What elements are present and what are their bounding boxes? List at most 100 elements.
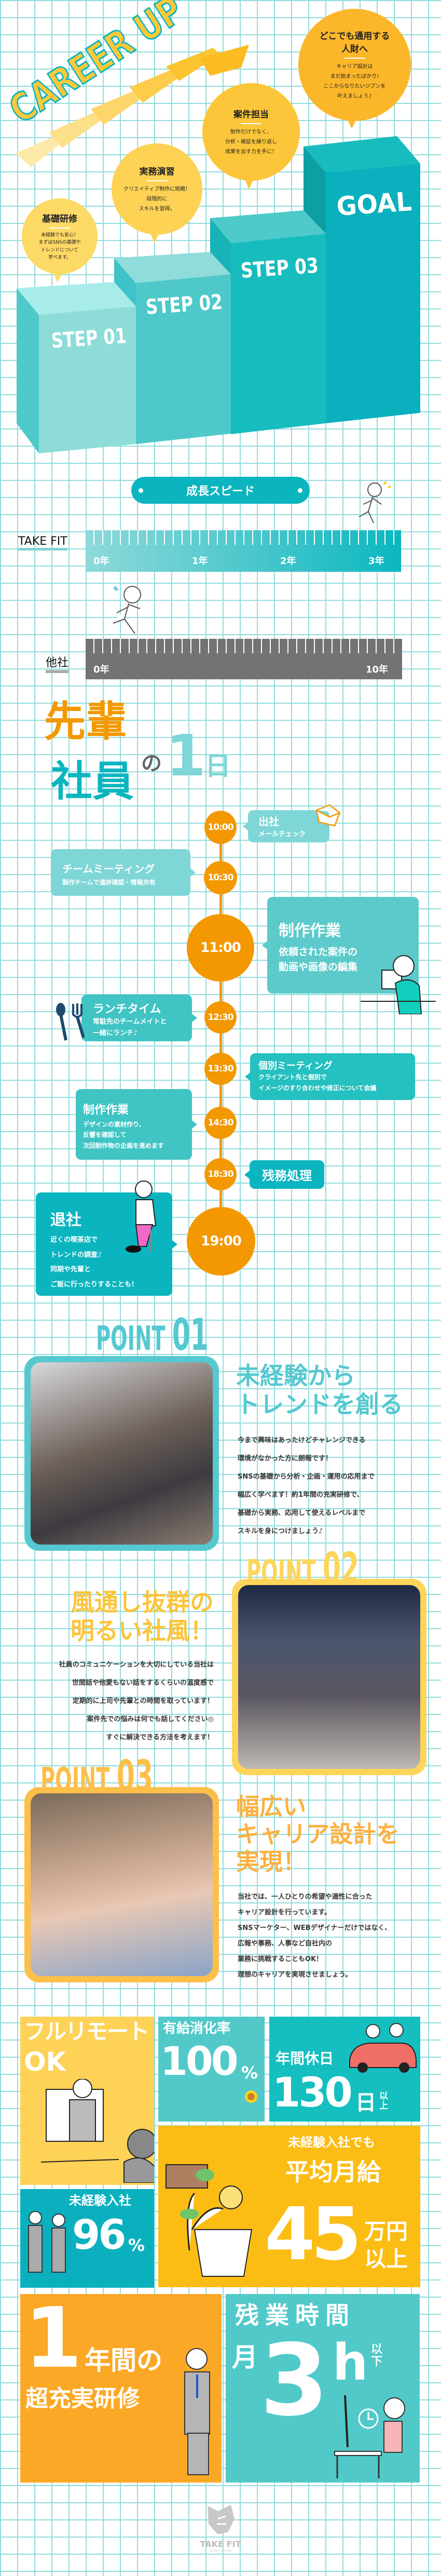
stat-unit: 日	[355, 2091, 376, 2115]
business-people-illustration	[28, 2211, 66, 2273]
stat-label: 年間休日	[275, 2050, 334, 2067]
event-individual-meeting: 個別ミーティング クライアント先と個別で イメージのすり合わせや修正について会議	[245, 1053, 415, 1100]
stat-unit: 万円	[364, 2219, 408, 2244]
bubble-body: クリエイティブ制作に挑戦！ 段階的に スキルを習得。	[123, 186, 191, 212]
stat-average-salary: 未経験入社でも 平均月給 45 万円 以上	[158, 2126, 420, 2287]
stat-training: 1 年間の 超充実研修	[20, 2294, 222, 2483]
step-02-label: STEP 02	[145, 290, 223, 319]
stat-unit: h	[333, 2333, 368, 2392]
event-desc: 常駐先のチームメイトと 一緒にランチ♪	[93, 1018, 167, 1038]
stat-full-remote: フルリモート OK	[20, 2017, 154, 2185]
takefit-label: TAKE FIT	[18, 535, 67, 551]
stat-unit: %	[241, 2063, 258, 2083]
stat-remote-ok: OK	[24, 2047, 66, 2077]
tick-label: 0年	[93, 556, 109, 567]
stat-unit: %	[128, 2235, 145, 2255]
step-03-label: STEP 03	[240, 254, 319, 283]
day-title-no: の	[141, 752, 162, 775]
sunflower-icon	[245, 2090, 257, 2103]
remote-work-illustration	[40, 2079, 154, 2183]
office-worker-illustration	[334, 2395, 405, 2478]
woman-drinking-illustration	[126, 1180, 157, 1253]
point-01-body: 今まで興味はあったけどチャレンジできる 環境がなかった方に朗報です！ SNSの基…	[238, 1437, 375, 1535]
stat-label-2: 超充実研修	[25, 2385, 140, 2412]
group-night-photo	[238, 1585, 420, 1769]
money-plant-illustration	[166, 2164, 253, 2277]
event-title: チームミーティング	[62, 863, 155, 875]
stat-label: 年間の	[85, 2345, 162, 2376]
envelope-icon	[315, 804, 341, 827]
bubble-basic-training: 基礎研修 未経験でも安心！ まずはSNSの基礎や トレンドについて 学べます。	[22, 198, 98, 274]
team-dinner-photo	[31, 1362, 213, 1545]
bubble-title: どこでも通用する 人財へ	[319, 31, 390, 55]
bubble-title: 実務演習	[139, 167, 175, 177]
stat-label: 有給消化率	[163, 2021, 231, 2036]
point-03-photo-frame	[24, 1787, 219, 1982]
event-title: 出社	[258, 815, 279, 828]
stat-label: 平均月給	[285, 2158, 381, 2186]
tiger-logo-icon	[208, 2505, 235, 2534]
stat-value: 96	[72, 2212, 127, 2259]
day-title-shain: 社員	[51, 757, 134, 806]
point-02-body: 社員のコミュニケーションを大切にしている当社は 世間話や他愛もない話をするくらい…	[59, 1661, 214, 1741]
event-title: 退社	[50, 1211, 81, 1229]
growth-speed-label: 成長スピード	[186, 485, 255, 498]
stat-remote-text: フルリモート	[24, 2019, 149, 2044]
logo-tagline: be the change	[209, 2549, 232, 2553]
event-lunch: ランチタイム 常駐先のチームメイトと 一緒にランチ♪	[81, 995, 197, 1041]
point-03-body: 当社では、一人ひとりの希望や適性に合った キャリア設計を行っています。 SNSマ…	[238, 1893, 392, 1979]
event-desc: メールチェック	[258, 830, 306, 838]
point-01-heading: 未経験から トレンドを創る	[236, 1362, 403, 1419]
event-desc: 近くの喫茶店で トレンドの調査♪ 同期や先輩と ご飯に行ったりすることも！	[50, 1236, 139, 1289]
event-title: 個別ミーティング	[258, 1061, 333, 1071]
bubble-title: 基礎研修	[42, 213, 77, 224]
stat-inexperienced-hires: 未経験入社 96 %	[20, 2189, 154, 2288]
timeline-line	[219, 827, 222, 1241]
bubble-body: 未経験でも安心！ まずはSNSの基礎や トレンドについて 学べます。	[38, 232, 81, 260]
bubble-project: 案件担当 制作だけでなく、 分析・検証を繰り返し 成果を出す力を手に！	[202, 83, 300, 181]
other-company-ruler: 0年 10年	[86, 639, 402, 679]
stat-label: 残業時間	[235, 2301, 355, 2329]
day-title-day: 日	[205, 751, 231, 781]
point-02-photo-frame	[232, 1579, 426, 1775]
trainer-illustration	[184, 2348, 210, 2475]
arrow-chevrons	[16, 45, 249, 167]
step-01-label: STEP 01	[50, 324, 127, 353]
stat-value: 100	[160, 2038, 239, 2084]
bubble-goal: どこでも通用する 人財へ キャリア設計は まだ始まったばかり! ここからなりたい…	[298, 9, 411, 121]
stat-paid-leave: 有給消化率 100 %	[158, 2017, 265, 2122]
running-person-icon	[359, 481, 392, 524]
takefit-ruler: 0年 1年 2年 3年	[86, 530, 401, 572]
tick-label: 10年	[366, 664, 389, 675]
tick-label: 1年	[192, 556, 208, 567]
stat-holidays: 年間休日 130 日 以上	[269, 2017, 420, 2122]
tick-label: 3年	[368, 556, 384, 567]
tick-label: 2年	[280, 556, 296, 567]
point-03-heading: 幅広い キャリア設計を 実現！	[236, 1793, 400, 1876]
spoon-fork-icon	[56, 1003, 85, 1041]
point-01-label: POINT 01	[96, 1309, 209, 1360]
bubble-title: 案件担当	[233, 110, 269, 120]
stat-value: 3	[260, 2323, 329, 2438]
stat-value: 130	[272, 2070, 353, 2116]
event-team-meeting: チームミーティング 製作チームで進捗確認・情報共有	[51, 849, 196, 896]
logo-text: TAKE FIT	[200, 2539, 241, 2549]
event-title: ランチタイム	[93, 1003, 161, 1016]
woman-laptop-illustration	[361, 955, 436, 1014]
event-desc: デザインの素材作り、 反響を確認して 次回制作物の企画を進めます	[83, 1121, 164, 1149]
event-wrap-up: 残務処理	[244, 1160, 324, 1189]
event-desc: 製作チームで進捗確認・情報共有	[62, 879, 156, 886]
time-badge: 18:30	[204, 1158, 237, 1190]
bubble-practical: 実務演習 クリエイティブ制作に挑戦！ 段階的に スキルを習得。	[112, 143, 202, 235]
stat-pre: 月	[232, 2342, 258, 2372]
stat-suffix: 以上	[379, 2091, 388, 2111]
time-badge: 10:00	[204, 811, 237, 844]
event-title: 残務処理	[262, 1169, 312, 1183]
point-01-photo-frame	[24, 1356, 219, 1551]
time-badge: 11:00	[187, 914, 254, 982]
tick-label: 0年	[93, 664, 109, 675]
time-badge: 10:30	[204, 861, 237, 894]
stat-label: 未経験入社	[69, 2193, 131, 2208]
event-desc: 依頼された案件の 動画や画像の編集	[279, 946, 358, 973]
stat-value: 1	[24, 2294, 82, 2386]
